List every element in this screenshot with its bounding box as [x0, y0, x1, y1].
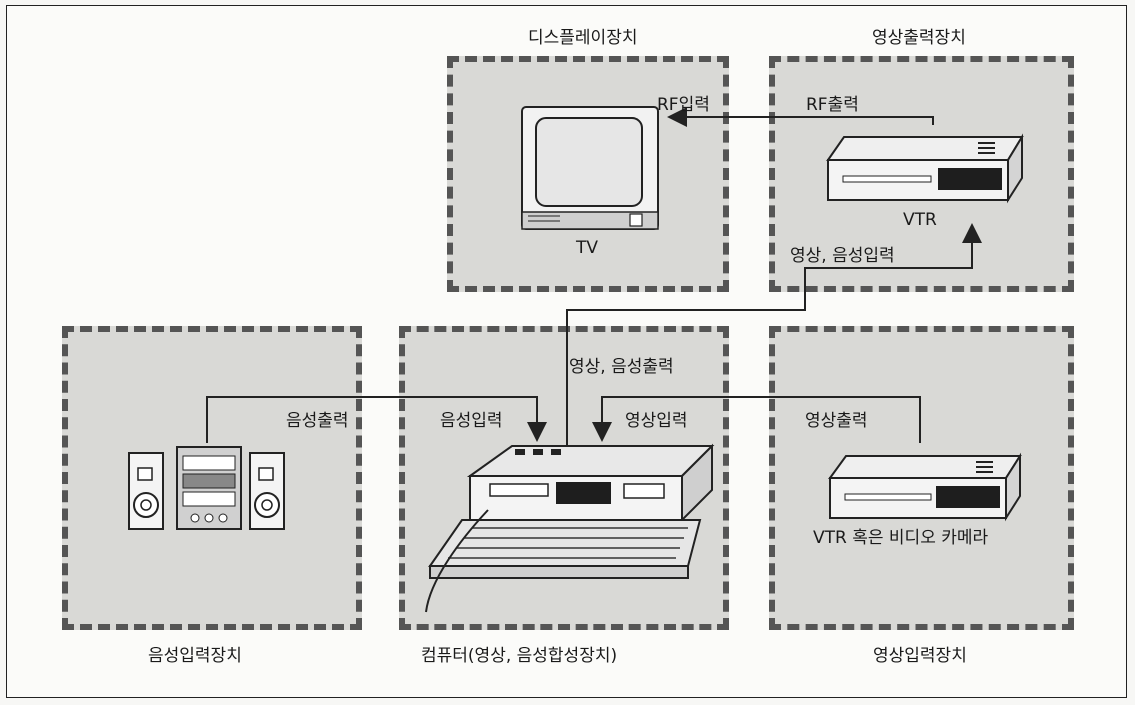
audio-out-label: 음성출력 — [286, 411, 349, 431]
tv-icon — [521, 106, 659, 230]
camera-label: VTR 혹은 비디오 카메라 — [813, 528, 989, 548]
vtr-camera-icon — [828, 452, 1022, 522]
av-in-label: 영상, 음성입력 — [790, 246, 895, 266]
rf-wire — [667, 107, 934, 127]
tv-label: TV — [576, 238, 599, 258]
rf-out-label: RF출력 — [806, 95, 859, 115]
video-wire — [592, 396, 921, 443]
av-out-label: 영상, 음성출력 — [569, 357, 674, 377]
audio-wire — [206, 396, 547, 443]
computer-title: 컴퓨터(영상, 음성합성장치) — [421, 646, 618, 666]
audio-in-label: 음성입력 — [440, 411, 503, 431]
vtr-label: VTR — [903, 210, 937, 230]
rf-in-label: RF입력 — [657, 95, 710, 115]
vtr-output-icon — [826, 133, 1024, 204]
video-out-label: 영상출력 — [805, 411, 868, 431]
av-wire — [566, 223, 982, 445]
computer-icon — [425, 443, 715, 613]
stereo-icon — [128, 446, 285, 530]
display-device-title: 디스플레이장치 — [528, 28, 638, 48]
audio-input-device-title: 음성입력장치 — [148, 646, 242, 666]
video-in-label: 영상입력 — [625, 411, 688, 431]
video-output-device-title: 영상출력장치 — [872, 28, 966, 48]
video-input-device-title: 영상입력장치 — [873, 646, 967, 666]
